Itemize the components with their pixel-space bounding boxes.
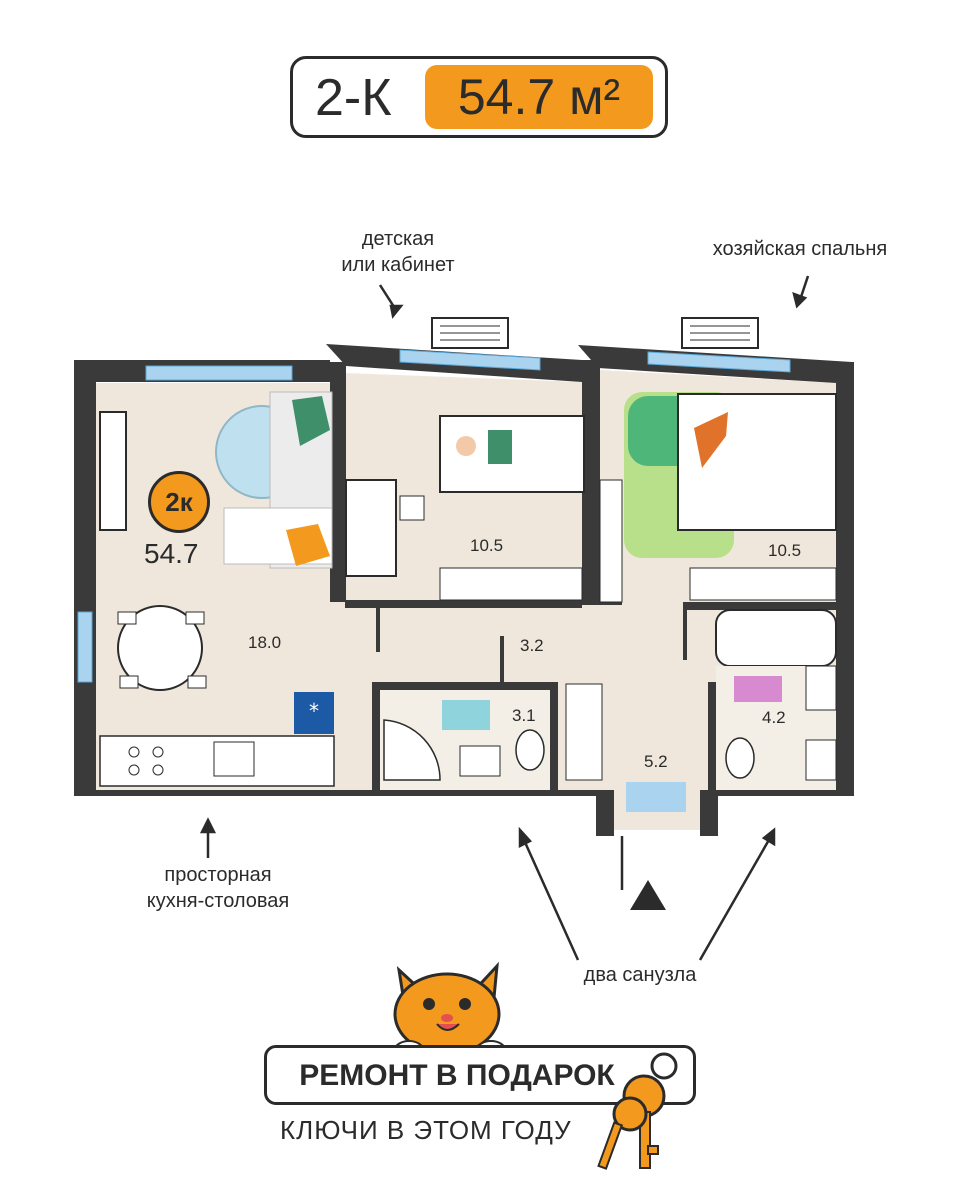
room-area-entry-hall: 5.2	[644, 752, 668, 771]
windows	[77, 349, 791, 683]
living-room-furniture: *	[99, 391, 335, 787]
keys-icon	[597, 1052, 678, 1170]
apartment-badge: 2к	[148, 471, 210, 533]
callout-arrows	[199, 275, 810, 961]
total-area-badge: 54.7 м²	[425, 65, 653, 129]
callout-bathrooms: два санузла	[583, 964, 697, 986]
room-area-master-bedroom: 10.5	[768, 541, 801, 560]
bathroom-fixtures	[380, 609, 837, 812]
room-area-kids-room: 10.5	[470, 536, 503, 555]
callout-master-bedroom: хозяйская спальня	[712, 238, 888, 260]
room-area-kitchen-living: 18.0	[248, 633, 281, 652]
promo-subtitle: КЛЮЧИ В ЭТОМ ГОДУ	[280, 1115, 572, 1145]
room-area-bathroom-2: 4.2	[762, 708, 786, 727]
apartment-badge-area: 54.7	[144, 538, 199, 569]
room-count: 2-К	[315, 69, 392, 127]
callout-kitchen: просторная кухня-столовая	[146, 864, 290, 912]
promo-title: РЕМОНТ В ПОДАРОК	[299, 1059, 615, 1092]
room-area-hallway: 3.2	[520, 636, 544, 655]
entrance-marker	[620, 836, 666, 910]
callout-kids-room: детская или кабинет	[341, 228, 455, 276]
svg-text:*: *	[309, 699, 319, 723]
kids-room-furniture	[345, 415, 585, 601]
bedroom-furniture	[599, 392, 837, 603]
room-area-bathroom-1: 3.1	[512, 706, 536, 725]
apartment-type-header: 2-К 54.7 м²	[290, 56, 668, 138]
cat-mascot-icon	[393, 961, 506, 1058]
